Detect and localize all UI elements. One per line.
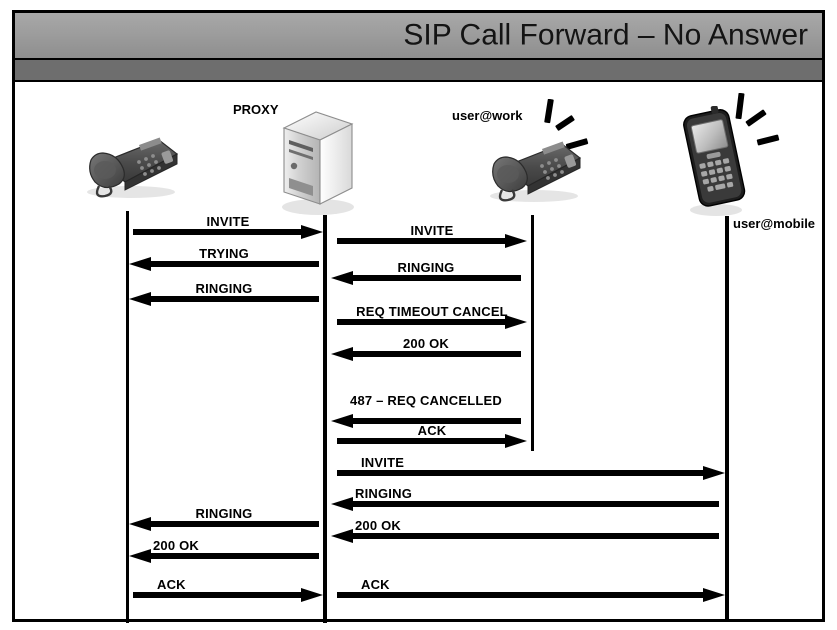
message-label: RINGING — [397, 260, 455, 275]
message-label: RINGING — [195, 506, 253, 521]
message-label: RINGING — [355, 486, 413, 501]
ringing-lines-icon — [534, 98, 596, 161]
message-200ok-work-proxy: 200 OK — [331, 331, 521, 361]
actor-label-user-mobile: user@mobile — [733, 216, 816, 231]
message-invite-proxy-work: INVITE — [337, 218, 527, 248]
message-ringing-proxy-caller-2: RINGING — [129, 501, 319, 531]
message-label: INVITE — [206, 214, 250, 229]
message-ringing-work-proxy: RINGING — [331, 255, 521, 285]
lifeline-user-work — [531, 215, 534, 451]
actor-label-proxy: PROXY — [233, 102, 279, 117]
message-ack-caller-proxy: ACK — [133, 572, 323, 602]
message-label: RINGING — [195, 281, 253, 296]
message-ringing-proxy-caller: RINGING — [129, 276, 319, 306]
message-invite-proxy-mobile: INVITE — [337, 450, 725, 480]
message-label: INVITE — [361, 455, 405, 470]
page-title: SIP Call Forward – No Answer — [403, 17, 808, 51]
message-ack-proxy-mobile: ACK — [337, 572, 725, 602]
message-487-req-cancelled: 487 – REQ CANCELLED — [331, 386, 521, 428]
actor-label-user-work: user@work — [452, 108, 523, 123]
message-label: 200 OK — [355, 518, 402, 533]
message-invite-caller-proxy: INVITE — [133, 209, 323, 239]
message-label: REQ TIMEOUT CANCEL — [356, 304, 508, 319]
message-req-timeout-cancel: REQ TIMEOUT CANCEL — [337, 299, 527, 329]
desk-phone-ringing-icon — [476, 124, 586, 204]
message-trying-proxy-caller: TRYING — [129, 241, 319, 271]
message-label: ACK — [361, 577, 390, 592]
mobile-phone-ringing-icon — [678, 105, 750, 218]
message-label: 200 OK — [402, 336, 449, 351]
server-tower-icon — [268, 106, 358, 218]
message-ringing-mobile-proxy: RINGING — [331, 481, 719, 511]
message-label: ACK — [417, 423, 447, 438]
lifeline-user-mobile — [725, 216, 729, 621]
message-label: TRYING — [199, 246, 249, 261]
message-label: 200 OK — [153, 538, 200, 553]
lifeline-proxy — [323, 215, 327, 623]
title-subband — [15, 60, 822, 82]
slide-frame: SIP Call Forward – No Answer — [12, 10, 825, 623]
message-label: INVITE — [410, 223, 454, 238]
title-band: SIP Call Forward – No Answer — [15, 13, 822, 60]
message-200ok-mobile-proxy: 200 OK — [331, 513, 719, 543]
lifeline-caller — [126, 211, 129, 623]
message-label: 487 – REQ CANCELLED — [350, 393, 502, 408]
message-ack-proxy-work: ACK — [337, 418, 527, 448]
message-200ok-proxy-caller: 200 OK — [129, 533, 319, 563]
ringing-lines-mobile-icon — [727, 92, 789, 155]
message-label: ACK — [157, 577, 186, 592]
desk-phone-icon — [73, 120, 183, 200]
diagram-canvas: PROXY — [15, 82, 822, 623]
